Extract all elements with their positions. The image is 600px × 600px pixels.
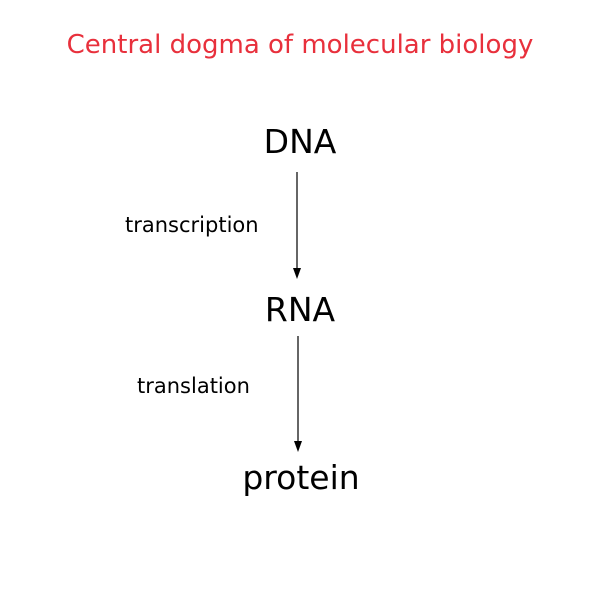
node-protein: protein	[242, 458, 360, 497]
node-rna: RNA	[264, 290, 336, 329]
label-translation: translation	[137, 374, 250, 398]
label-transcription: transcription	[125, 213, 259, 237]
arrow-rna-to-protein	[294, 336, 302, 452]
diagram-title: Central dogma of molecular biology	[66, 30, 534, 60]
node-dna: DNA	[263, 122, 337, 161]
arrow-dna-to-rna	[293, 172, 301, 279]
